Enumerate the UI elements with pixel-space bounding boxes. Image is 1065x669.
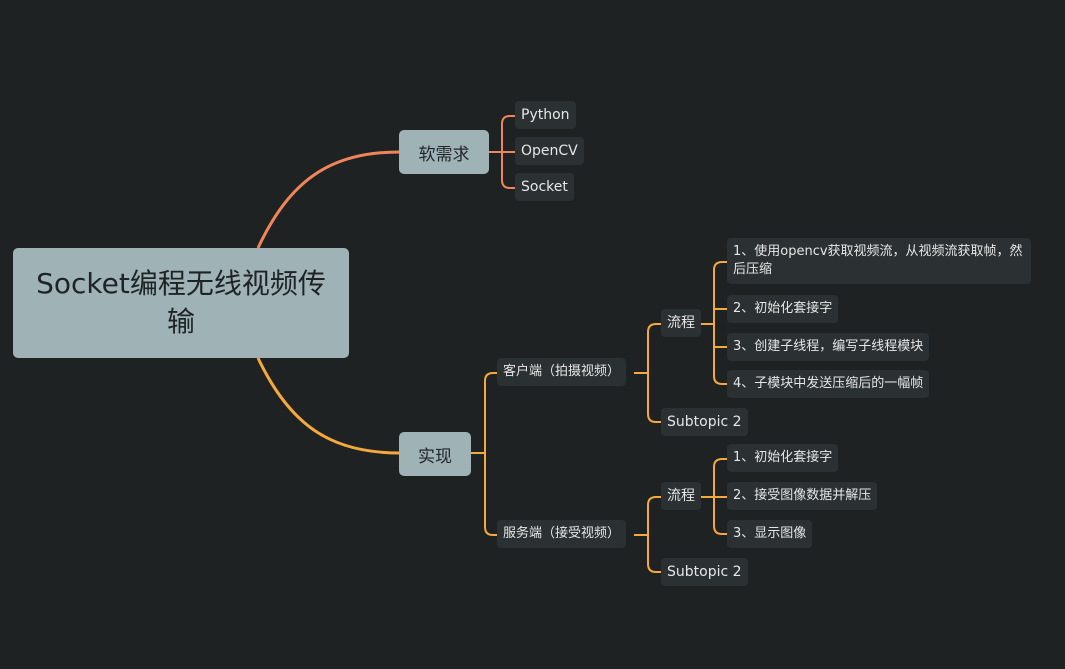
branch-implementation-label: 实现 — [418, 446, 452, 467]
topic-server-step-3[interactable]: 3、显示图像 — [727, 520, 813, 548]
topic-client-subtopic[interactable]: Subtopic 2 — [661, 408, 748, 436]
connector-client-children — [634, 323, 661, 423]
connector-root-implementation — [256, 357, 401, 455]
topic-label: 4、子模块中发送压缩后的一幅帧 — [733, 376, 924, 391]
topic-python[interactable]: Python — [515, 101, 576, 129]
connector-client-flow-steps — [701, 261, 728, 385]
topic-client-step-3[interactable]: 3、创建子线程，编写子线程模块 — [727, 333, 930, 361]
topic-label: 流程 — [667, 315, 695, 331]
topic-server[interactable]: 服务端（接受视频） — [497, 520, 627, 548]
connector-requirements-children — [489, 115, 516, 189]
topic-label: 3、显示图像 — [733, 526, 807, 541]
topic-label: 服务端（接受视频） — [503, 526, 621, 541]
topic-label: Subtopic 2 — [667, 414, 742, 430]
topic-server-step-1[interactable]: 1、初始化套接字 — [727, 444, 839, 472]
branch-implementation[interactable]: 实现 — [399, 432, 471, 476]
connector-root-requirements — [256, 150, 401, 249]
topic-label: 2、初始化套接字 — [733, 301, 833, 316]
topic-client-flow[interactable]: 流程 — [661, 309, 701, 337]
root-topic[interactable]: Socket编程无线视频传输 — [13, 248, 349, 358]
topic-label: Subtopic 2 — [667, 564, 742, 580]
topic-label: 流程 — [667, 488, 695, 504]
branch-requirements-label: 软需求 — [418, 144, 470, 165]
connector-server-flow-steps — [701, 458, 728, 535]
topic-opencv[interactable]: OpenCV — [515, 137, 584, 165]
topic-label: 2、接受图像数据并解压 — [733, 488, 872, 503]
topic-label: Socket — [521, 179, 568, 195]
topic-client-step-2[interactable]: 2、初始化套接字 — [727, 295, 839, 323]
connector-server-children — [634, 496, 661, 573]
topic-label: 客户端（拍摄视频） — [503, 364, 621, 379]
connector-implementation-children — [471, 372, 497, 536]
branch-requirements[interactable]: 软需求 — [399, 130, 489, 174]
topic-label: 3、创建子线程，编写子线程模块 — [733, 339, 924, 354]
topic-label: 1、初始化套接字 — [733, 450, 833, 465]
topic-client[interactable]: 客户端（拍摄视频） — [497, 358, 627, 386]
topic-server-step-2[interactable]: 2、接受图像数据并解压 — [727, 482, 878, 510]
topic-label: 1、使用opencv获取视频流，从视频流获取帧，然后压缩 — [733, 244, 1023, 277]
topic-server-flow[interactable]: 流程 — [661, 482, 701, 510]
topic-client-step-4[interactable]: 4、子模块中发送压缩后的一幅帧 — [727, 370, 930, 398]
topic-label: Python — [521, 107, 570, 123]
root-topic-label: Socket编程无线视频传输 — [36, 267, 326, 338]
topic-client-step-1[interactable]: 1、使用opencv获取视频流，从视频流获取帧，然后压缩 — [727, 238, 1031, 284]
topic-socket[interactable]: Socket — [515, 173, 574, 201]
topic-server-subtopic[interactable]: Subtopic 2 — [661, 558, 748, 586]
topic-label: OpenCV — [521, 143, 578, 159]
